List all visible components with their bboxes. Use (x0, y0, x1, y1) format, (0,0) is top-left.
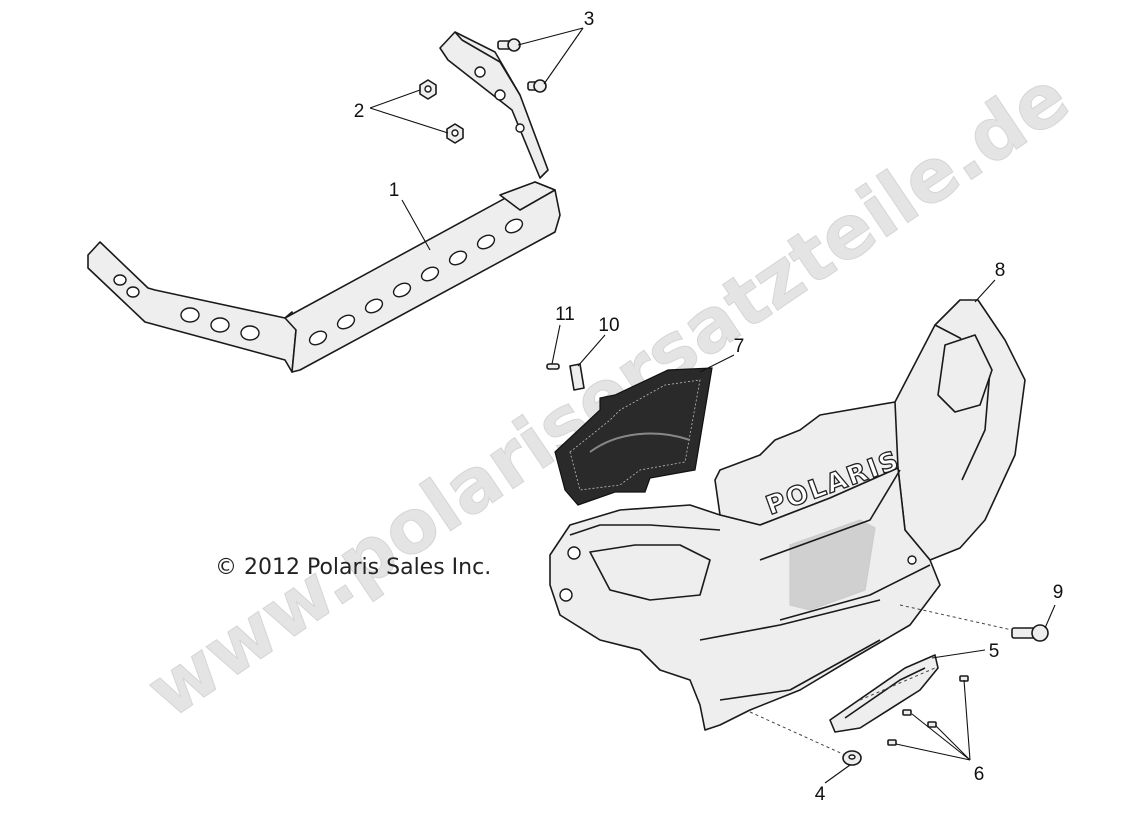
part-5-skid-plate (829, 654, 939, 733)
part-4-rivet (842, 750, 862, 766)
part-10-clip (569, 363, 585, 391)
part-7-grille (554, 367, 713, 506)
part-9-bolt (1011, 624, 1049, 642)
part-8-front-fascia: POLARIS (549, 299, 1026, 731)
part-3-bolts (497, 38, 547, 93)
callout-3: 3 (584, 9, 595, 30)
callout-6: 6 (974, 764, 985, 785)
part-1-bumper-bar (87, 31, 561, 373)
callout-1: 1 (389, 180, 400, 201)
part-11-pin (546, 363, 560, 370)
callout-4: 4 (815, 784, 826, 805)
assembly-lines (749, 604, 1013, 756)
callout-10: 10 (598, 315, 619, 336)
copyright-notice: © 2012 Polaris Sales Inc. (215, 555, 491, 580)
part-6-screws (887, 675, 969, 746)
callout-5: 5 (989, 641, 1000, 662)
callout-11: 11 (555, 304, 575, 325)
part-2-nuts (419, 79, 464, 144)
callout-labels: 1 2 3 4 5 6 7 8 9 10 11 (354, 9, 1064, 805)
callout-9: 9 (1053, 582, 1064, 603)
bar-holes (113, 66, 525, 346)
callout-2: 2 (354, 101, 365, 122)
callout-7: 7 (734, 336, 745, 357)
callout-8: 8 (995, 260, 1006, 281)
leader-lines (369, 27, 1056, 784)
